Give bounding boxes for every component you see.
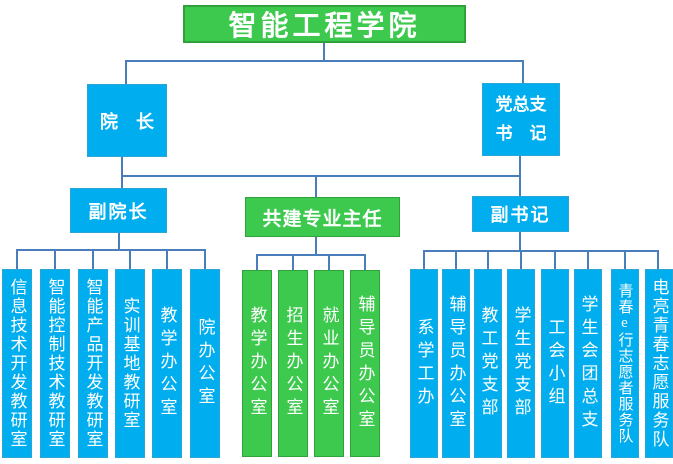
node-label: 青春e行志愿者服务队 xyxy=(616,283,633,444)
connector-line xyxy=(166,249,168,269)
connector-line xyxy=(364,254,366,270)
connector-line xyxy=(204,249,206,269)
connector-line xyxy=(256,254,258,270)
connector-line xyxy=(328,254,330,270)
leaf-youth-e-volunteer-team: 青春e行志愿者服务队 xyxy=(611,269,639,458)
leaf-union-group: 工会小组 xyxy=(541,269,569,458)
leaf-student-party-branch: 学生党支部 xyxy=(507,269,535,458)
connector-line xyxy=(522,60,524,83)
connector-line xyxy=(519,232,521,252)
leaf-intelligent-control-office: 智能控制技术教研室 xyxy=(40,269,70,458)
connector-line xyxy=(315,237,317,256)
connector-line xyxy=(54,249,56,269)
node-dean: 院 长 xyxy=(87,84,167,157)
connector-line xyxy=(121,175,521,177)
connector-line xyxy=(16,249,206,251)
node-label: 实训基地教研室 xyxy=(120,297,140,430)
node-label: 院办公室 xyxy=(195,317,215,410)
leaf-admissions-office: 招生办公室 xyxy=(278,270,308,457)
connector-line xyxy=(92,249,94,269)
node-label: 辅导员办公室 xyxy=(355,294,375,433)
node-label: 智能控制技术教研室 xyxy=(45,278,65,449)
connector-line xyxy=(323,43,325,61)
node-label: 副院长 xyxy=(88,201,149,222)
node-label: 系学工办 xyxy=(414,317,434,410)
connector-line xyxy=(125,60,524,62)
node-deputy-secretary: 副书记 xyxy=(472,196,569,232)
connector-line xyxy=(487,250,489,269)
node-vice-dean: 副院长 xyxy=(70,188,167,233)
node-label: 书 记 xyxy=(495,123,547,143)
node-label: 党总支 xyxy=(495,94,547,114)
node-label: 招生办公室 xyxy=(283,306,303,421)
node-label: 共建专业主任 xyxy=(262,208,383,230)
connector-line xyxy=(118,233,120,251)
leaf-joint-teaching-office: 教学办公室 xyxy=(242,270,272,457)
connector-line xyxy=(455,250,457,269)
connector-line xyxy=(16,249,18,269)
node-label: 辅导员办公室 xyxy=(446,294,466,433)
connector-line xyxy=(129,249,131,269)
connector-line xyxy=(423,250,425,269)
node-label: 教工党支部 xyxy=(478,306,498,421)
leaf-teaching-office: 教学办公室 xyxy=(152,269,182,458)
leaf-dianliang-volunteer-team: 电亮青春志愿服务队 xyxy=(645,269,673,458)
node-label: 副书记 xyxy=(490,205,551,225)
leaf-employment-office: 就业办公室 xyxy=(314,270,344,457)
leaf-student-union-league-branch: 学生会团总支 xyxy=(574,269,602,458)
node-label: 学生党支部 xyxy=(511,306,531,421)
leaf-intelligent-product-office: 智能产品开发教研室 xyxy=(78,269,108,458)
leaf-counselor-office: 辅导员办公室 xyxy=(350,270,380,457)
node-label: 教学办公室 xyxy=(157,306,177,421)
leaf-counselor-office-2: 辅导员办公室 xyxy=(442,269,470,458)
leaf-staff-party-branch: 教工党支部 xyxy=(474,269,502,458)
connector-line xyxy=(125,60,127,84)
node-label: 教学办公室 xyxy=(247,306,267,421)
node-label: 智能工程学院 xyxy=(228,11,421,42)
root-node-college-title: 智能工程学院 xyxy=(183,5,466,43)
node-label: 智能产品开发教研室 xyxy=(83,278,103,449)
leaf-info-tech-dev-office: 信息技术开发教研室 xyxy=(2,269,32,458)
connector-line xyxy=(315,175,317,198)
node-joint-major-director: 共建专业主任 xyxy=(245,197,400,237)
leaf-dept-student-affairs-office: 系学工办 xyxy=(410,269,438,458)
connector-line xyxy=(657,250,659,269)
connector-line xyxy=(423,250,659,252)
leaf-training-base-office: 实训基地教研室 xyxy=(115,269,145,458)
node-label: 工会小组 xyxy=(545,317,565,410)
connector-line xyxy=(554,250,556,269)
connector-line xyxy=(256,254,366,256)
connector-line xyxy=(121,157,123,188)
connector-line xyxy=(519,156,521,196)
node-label: 电亮青春志愿服务队 xyxy=(649,278,669,449)
leaf-college-office: 院办公室 xyxy=(190,269,220,458)
connector-line xyxy=(520,250,522,269)
node-label: 就业办公室 xyxy=(319,306,339,421)
node-label: 学生会团总支 xyxy=(578,294,598,433)
node-label: 院 长 xyxy=(100,111,154,132)
node-label: 信息技术开发教研室 xyxy=(7,278,27,449)
node-party-branch-secretary: 党总支 书 记 xyxy=(482,83,560,156)
connector-line xyxy=(624,250,626,269)
connector-line xyxy=(292,254,294,270)
connector-line xyxy=(587,250,589,269)
